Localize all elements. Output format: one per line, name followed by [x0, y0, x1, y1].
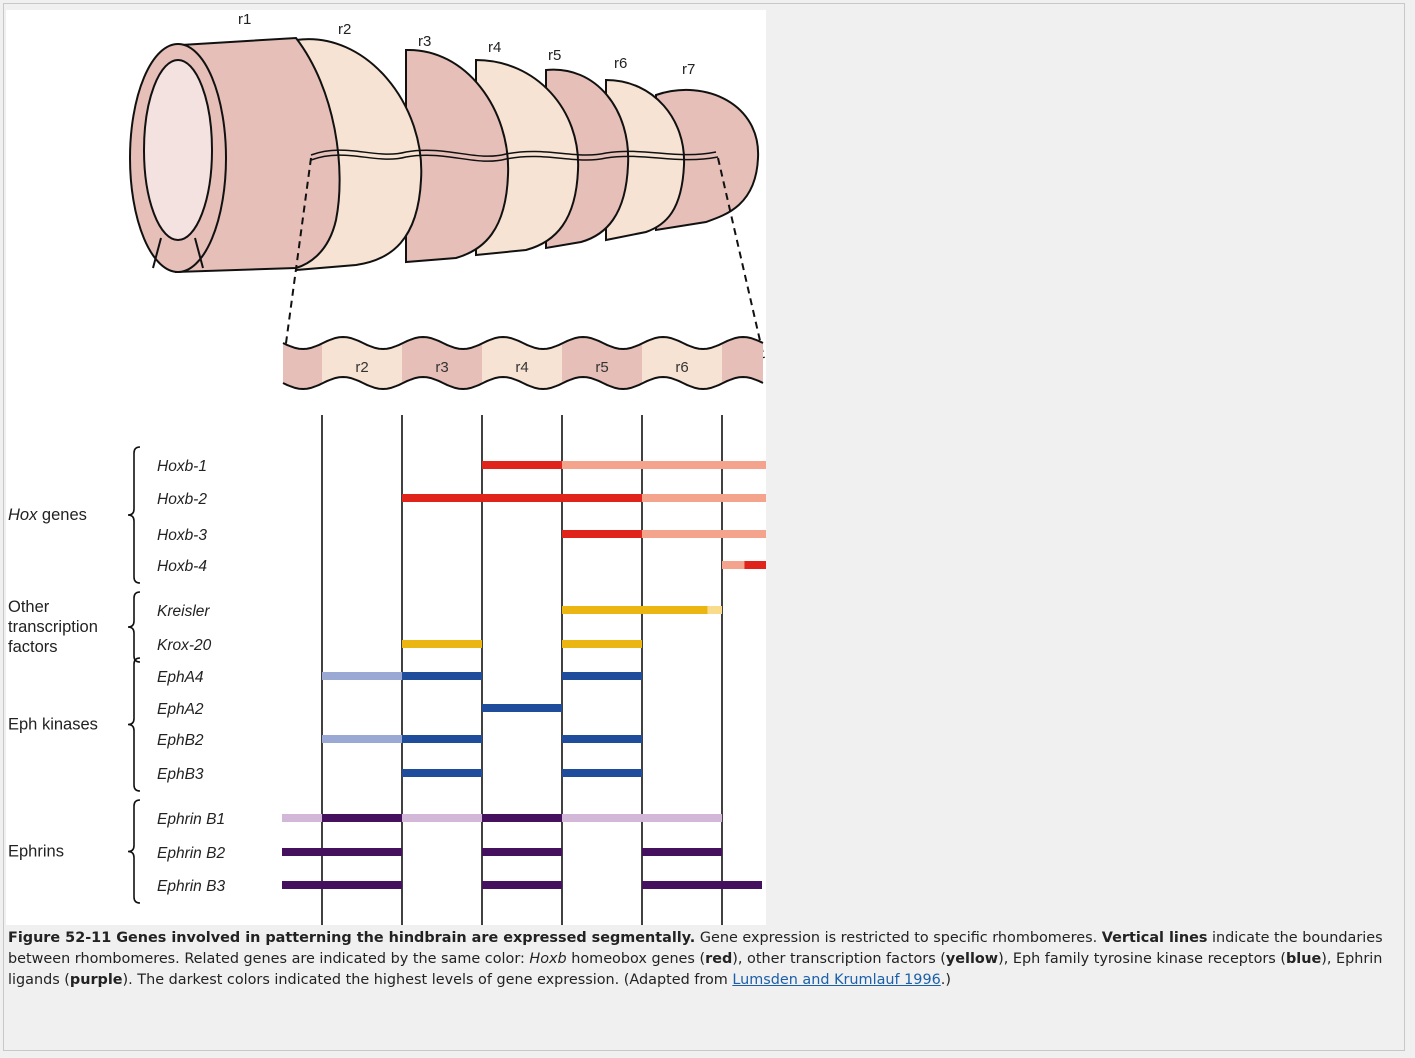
expression-bars — [282, 461, 766, 889]
strip-label-r5: r5 — [595, 359, 608, 376]
cut-line-2 — [310, 154, 719, 162]
strip-label-r2: r2 — [355, 359, 368, 376]
floor-plate — [152, 237, 204, 269]
expression-bar — [562, 769, 642, 777]
expression-bar — [402, 769, 482, 777]
expression-bar — [282, 814, 322, 822]
top-label-r7: r7 — [682, 61, 695, 78]
citation-link[interactable]: Lumsden and Krumlauf 1996 — [732, 972, 941, 988]
gene-label: EphA4 — [157, 669, 204, 686]
expression-bar — [322, 814, 402, 822]
gene-label: EphB3 — [157, 766, 204, 783]
expression-bar — [402, 494, 642, 502]
expression-bar — [482, 848, 562, 856]
expression-bar — [482, 704, 562, 712]
expression-bar — [562, 461, 766, 469]
zoom-line-right — [717, 157, 765, 359]
expression-bar — [642, 848, 722, 856]
top-label-r2: r2 — [338, 21, 351, 38]
group-label: Ephrins — [8, 843, 64, 861]
strip-label-r3: r3 — [435, 359, 448, 376]
gene-label: Ephrin B3 — [157, 878, 225, 895]
expression-bar — [402, 814, 482, 822]
expression-bar — [402, 735, 482, 743]
expression-bar — [642, 530, 766, 538]
group-brace — [127, 799, 141, 904]
expression-bar — [482, 461, 562, 469]
top-label-r4: r4 — [488, 39, 501, 56]
expression-bar — [562, 814, 722, 822]
expression-bar — [322, 672, 402, 680]
tube-segment-r7 — [655, 89, 760, 232]
group-label: factors — [8, 638, 58, 656]
gene-label: Ephrin B1 — [157, 811, 225, 828]
strip-segment — [283, 337, 322, 389]
group-label: Hox genes — [8, 506, 87, 524]
expression-bar — [282, 881, 402, 889]
expression-bar — [322, 735, 402, 743]
rhombomere-strip: r2 r3 r4 r5 r6 — [282, 335, 764, 391]
group-brace — [127, 591, 141, 663]
top-label-r3: r3 — [418, 33, 431, 50]
gene-label: Hoxb-3 — [157, 527, 207, 544]
group-brace — [127, 446, 141, 584]
gene-label: Hoxb-2 — [157, 491, 207, 508]
strip-label-r6: r6 — [675, 359, 688, 376]
gene-label: Krox-20 — [157, 637, 212, 654]
expression-bar — [562, 735, 642, 743]
top-label-r6: r6 — [614, 55, 627, 72]
zoom-line-left — [283, 157, 312, 359]
gene-label: Hoxb-4 — [157, 558, 207, 575]
gene-label: EphB2 — [157, 732, 204, 749]
strip-bottom-edge — [282, 375, 764, 391]
group-label: Eph kinases — [8, 716, 98, 734]
expression-bar — [482, 814, 562, 822]
expression-bar — [562, 606, 708, 614]
strip-top-edge — [282, 335, 764, 351]
tube-segment-r6 — [605, 78, 686, 242]
expression-bar — [402, 640, 482, 648]
expression-bar — [744, 561, 766, 569]
expression-bar — [562, 640, 642, 648]
strip-segment — [722, 337, 763, 389]
expression-bar — [402, 672, 482, 680]
group-label: Other — [8, 598, 50, 616]
group-label: transcription — [8, 618, 98, 636]
group-brace — [127, 657, 141, 792]
top-rhombomere-labels: r1 r2 r3 r4 r5 r6 r7 — [238, 11, 695, 78]
expression-bar — [482, 881, 562, 889]
top-label-r5: r5 — [548, 47, 561, 64]
gene-label: Ephrin B2 — [157, 845, 225, 862]
tube-segment-r3 — [405, 48, 510, 264]
expression-bar — [562, 530, 642, 538]
top-label-r1: r1 — [238, 11, 251, 28]
expression-bar — [722, 561, 745, 569]
expression-bar — [282, 848, 402, 856]
gene-label: EphA2 — [157, 701, 204, 718]
cut-line — [310, 149, 717, 157]
expression-bar — [642, 494, 766, 502]
figure-caption: Figure 52-11 Genes involved in patternin… — [8, 930, 1383, 988]
tube-lumen — [143, 59, 213, 241]
strip-label-r4: r4 — [515, 359, 528, 376]
caption-title: Figure 52-11 Genes involved in patternin… — [8, 930, 696, 946]
gene-label: Hoxb-1 — [157, 458, 207, 475]
expression-bar — [562, 672, 642, 680]
expression-bar — [642, 881, 762, 889]
gene-label: Kreisler — [157, 603, 210, 620]
neural-tube — [129, 36, 765, 359]
expression-bar — [707, 606, 722, 614]
